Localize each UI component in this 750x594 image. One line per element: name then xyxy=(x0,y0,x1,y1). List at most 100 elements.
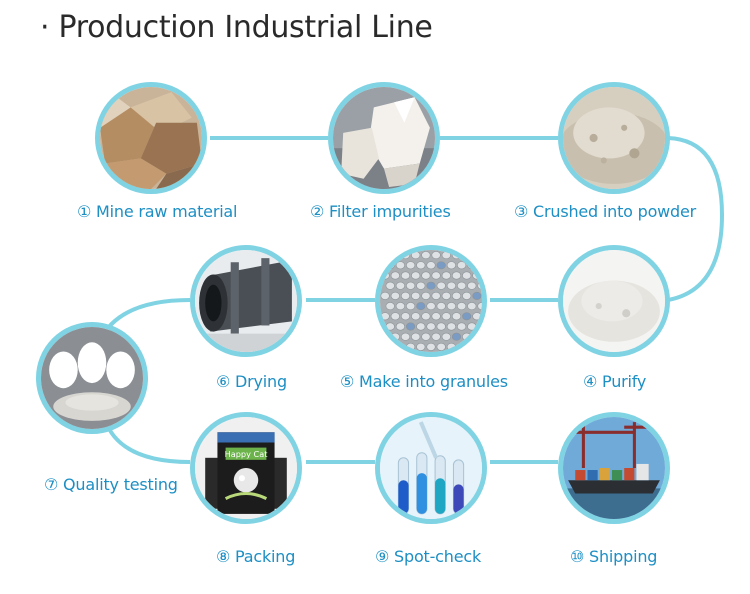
granule-texture xyxy=(431,312,441,321)
granule-texture xyxy=(400,332,411,341)
granule-texture xyxy=(436,322,446,331)
granule-texture xyxy=(406,322,416,331)
step-10-image-cargo-ship xyxy=(558,412,670,524)
granule-texture xyxy=(426,261,436,270)
granule-texture xyxy=(431,332,441,341)
granule-texture xyxy=(421,332,431,341)
granule-texture xyxy=(395,261,405,270)
granule-texture xyxy=(436,261,446,270)
granule-texture xyxy=(457,261,467,270)
granule-texture xyxy=(451,271,462,280)
granule-texture xyxy=(426,322,436,331)
step-3-image-powder xyxy=(558,82,670,194)
granule-texture xyxy=(400,291,411,300)
step-6-label: ⑥ Drying xyxy=(216,372,287,391)
granule-texture xyxy=(451,251,462,260)
granule-texture xyxy=(467,322,477,331)
granule-texture xyxy=(395,302,405,311)
step-5-image-granules xyxy=(375,245,487,357)
granule-texture xyxy=(400,271,411,280)
granule-texture xyxy=(400,312,411,321)
step-9-image-test-tubes xyxy=(375,412,487,524)
granule-texture xyxy=(472,312,482,321)
granule-texture xyxy=(380,291,390,300)
granule-texture xyxy=(436,281,446,290)
granule-texture xyxy=(416,302,426,311)
granule-texture xyxy=(385,322,395,331)
granule-texture xyxy=(446,322,456,331)
granule-texture xyxy=(406,261,416,270)
step-3-label: ③ Crushed into powder xyxy=(514,202,697,221)
step-10-label: ⑩ Shipping xyxy=(570,547,658,566)
granule-texture xyxy=(446,281,456,290)
granule-texture xyxy=(441,271,451,280)
granule-texture xyxy=(385,302,395,311)
granule-texture xyxy=(441,291,451,300)
granule-texture xyxy=(390,332,400,341)
granule-texture xyxy=(426,342,436,351)
step-7-label: ⑦ Quality testing xyxy=(44,475,178,494)
granule-texture xyxy=(462,291,472,300)
granule-texture xyxy=(441,251,451,260)
granule-texture xyxy=(416,281,426,290)
granule-texture xyxy=(421,291,431,300)
step-5-label: ⑤ Make into granules xyxy=(340,372,508,391)
granule-texture xyxy=(462,312,472,321)
granule-texture xyxy=(446,342,456,351)
granule-texture xyxy=(411,291,421,300)
granule-texture xyxy=(457,322,467,331)
granule-texture xyxy=(426,302,436,311)
granule-texture xyxy=(451,312,462,321)
granule-texture xyxy=(411,312,421,321)
granule-texture xyxy=(400,251,411,260)
step-1-image-raw-ore xyxy=(95,82,207,194)
step-2-image-mineral-chunks xyxy=(328,82,440,194)
granule-texture xyxy=(441,312,451,321)
step-8-label: ⑧ Packing xyxy=(216,547,296,566)
granule-texture xyxy=(416,322,426,331)
granule-texture xyxy=(380,271,390,280)
granule-texture xyxy=(451,332,462,341)
granule-texture xyxy=(462,271,472,280)
granule-texture xyxy=(472,291,482,300)
granule-texture xyxy=(395,281,405,290)
step-2-label: ② Filter impurities xyxy=(310,202,451,221)
step-1-label: ① Mine raw material xyxy=(77,202,238,221)
granule-texture xyxy=(406,281,416,290)
granule-texture xyxy=(472,271,482,280)
granule-texture xyxy=(446,302,456,311)
page-title: · Production Industrial Line xyxy=(40,10,433,45)
granule-texture xyxy=(390,312,400,321)
granule-texture xyxy=(390,291,400,300)
granule-texture xyxy=(457,281,467,290)
granule-texture xyxy=(406,302,416,311)
granule-texture xyxy=(457,302,467,311)
granule-texture xyxy=(380,312,390,321)
granule-texture xyxy=(441,332,451,341)
step-4-label: ④ Purify xyxy=(583,372,647,391)
granule-texture xyxy=(426,281,436,290)
step-6-image-rotary-dryer xyxy=(190,245,302,357)
granule-texture xyxy=(416,342,426,351)
step-4-image-white-powder xyxy=(558,245,670,357)
granule-texture xyxy=(395,322,405,331)
granule-texture xyxy=(462,332,472,341)
granule-texture xyxy=(421,312,431,321)
granule-texture xyxy=(477,302,482,311)
granule-texture xyxy=(411,251,421,260)
granule-texture xyxy=(436,342,446,351)
granule-texture xyxy=(446,261,456,270)
granule-texture xyxy=(467,302,477,311)
granule-texture xyxy=(406,342,416,351)
granule-texture xyxy=(416,261,426,270)
granule-texture xyxy=(421,271,431,280)
granule-texture xyxy=(436,302,446,311)
granule-texture xyxy=(385,281,395,290)
granule-texture xyxy=(451,291,462,300)
step-8-image-litter-bags: Happy Cat xyxy=(190,412,302,524)
step-7-image-quality-samples xyxy=(36,322,148,434)
step-9-label: ⑨ Spot-check xyxy=(375,547,482,566)
granule-texture xyxy=(421,251,431,260)
granule-texture xyxy=(390,271,400,280)
granule-texture xyxy=(411,332,421,341)
